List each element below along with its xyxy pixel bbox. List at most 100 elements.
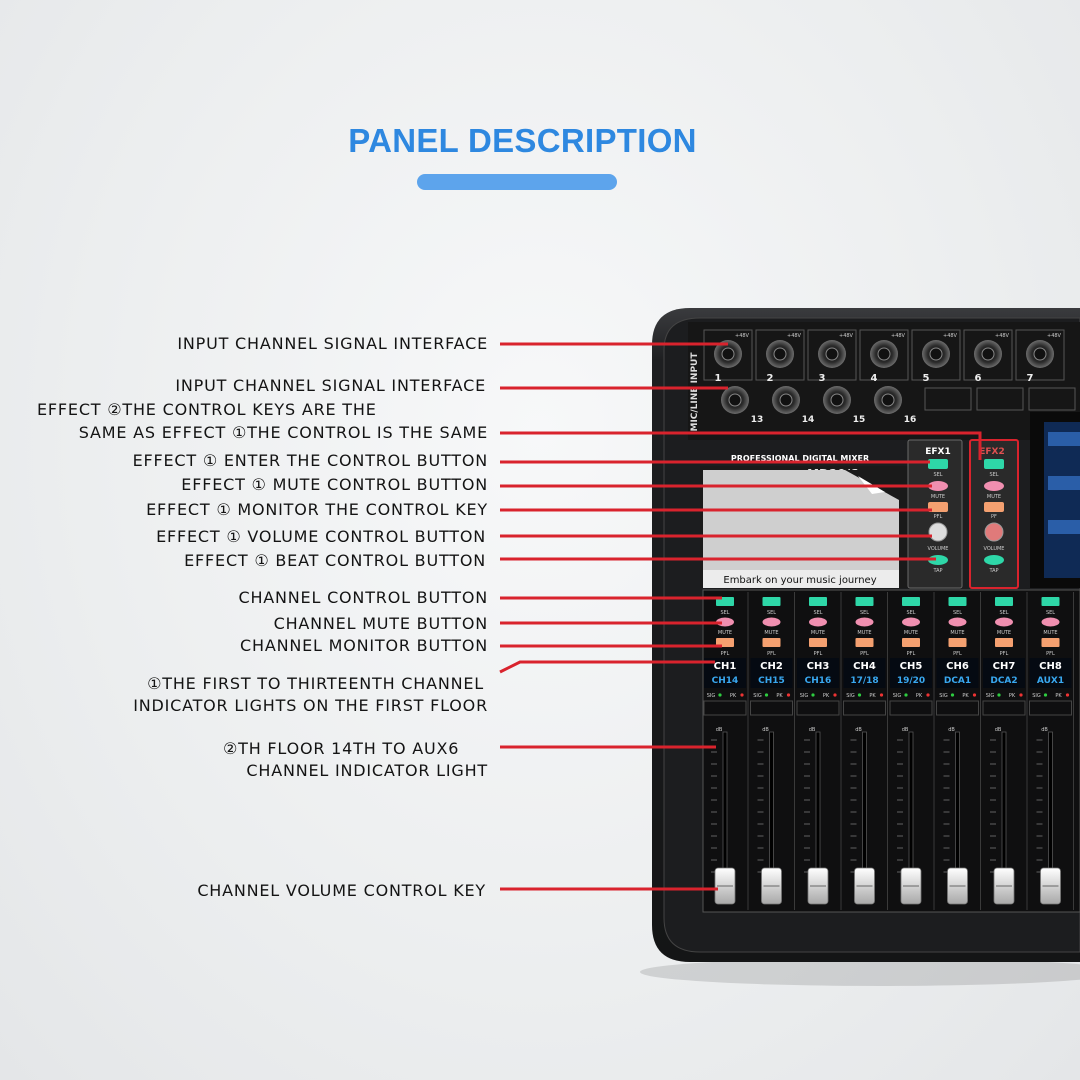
callout-efx-enter: EFFECT ① ENTER THE CONTROL BUTTON — [132, 451, 488, 470]
channel-name-bottom: CH15 — [758, 676, 785, 686]
channel-sel-label: SEL — [953, 610, 962, 616]
efx1-sel-button[interactable] — [928, 459, 948, 469]
callout-second-floor-line1: ②TH FLOOR 14TH TO AUX6 — [223, 739, 460, 758]
callout-ch-monitor: CHANNEL MONITOR BUTTON — [240, 636, 488, 655]
sig-label: SIG — [1032, 693, 1041, 699]
efx1-pfl-label: PFL — [934, 514, 943, 520]
sig-label: SIG — [986, 693, 995, 699]
callout-ch-control: CHANNEL CONTROL BUTTON — [238, 588, 488, 607]
channel-name-top: CH6 — [946, 661, 969, 672]
pk-label: PK — [1009, 693, 1016, 699]
efx1-volume-label: VOLUME — [928, 546, 949, 552]
channel-sel-label: SEL — [906, 610, 915, 616]
channel-pfl-button[interactable] — [716, 638, 734, 647]
efx2-pfl-button[interactable] — [984, 502, 1004, 512]
channel-pfl-label: PFL — [1046, 651, 1055, 657]
efx1-pfl-button[interactable] — [928, 502, 948, 512]
channel-pfl-button[interactable] — [809, 638, 827, 647]
callout-second-floor-line2: CHANNEL INDICATOR LIGHT — [246, 761, 488, 780]
channel-mute-button[interactable] — [855, 617, 874, 627]
channel-sel-label: SEL — [860, 610, 869, 616]
db-label: dB — [948, 727, 955, 733]
input-number: 14 — [802, 415, 815, 425]
sig-label: SIG — [707, 693, 716, 699]
channel-mute-label: MUTE — [904, 630, 918, 636]
efx2-tap-label: TAP — [988, 568, 998, 574]
channel-mute-button[interactable] — [948, 617, 967, 627]
channel-mute-button[interactable] — [1041, 617, 1060, 627]
channel-pfl-button[interactable] — [902, 638, 920, 647]
efx2-sel-button[interactable] — [984, 459, 1004, 469]
sig-label: SIG — [893, 693, 902, 699]
channel-sel-button[interactable] — [948, 597, 967, 606]
channel-sel-button[interactable] — [809, 597, 827, 606]
channel-mute-label: MUTE — [857, 630, 871, 636]
channel-pfl-label: PFL — [767, 651, 776, 657]
channel-pfl-button[interactable] — [762, 638, 781, 647]
channel-sel-label: SEL — [1046, 610, 1055, 616]
efx2-title: EFX2 — [979, 447, 1005, 457]
channel-name-top: CH1 — [714, 661, 737, 672]
sig-label: SIG — [753, 693, 762, 699]
channel-sel-button[interactable] — [1041, 597, 1060, 606]
callout-volume-key: CHANNEL VOLUME CONTROL KEY — [197, 881, 486, 900]
pk-label: PK — [730, 693, 737, 699]
input-number: 7 — [1027, 373, 1034, 384]
callout-efx-mute: EFFECT ① MUTE CONTROL BUTTON — [181, 475, 488, 494]
channel-sel-label: SEL — [767, 610, 776, 616]
channel-sel-label: SEL — [720, 610, 729, 616]
channel-mute-button[interactable] — [762, 617, 781, 627]
channel-pfl-button[interactable] — [855, 638, 874, 647]
channel-pfl-button[interactable] — [1041, 638, 1060, 647]
channel-lcd — [890, 658, 932, 688]
channel-sel-button[interactable] — [855, 597, 874, 606]
channel-name-bottom: 19/20 — [897, 676, 925, 686]
input-number: 13 — [751, 415, 764, 425]
efx2-sel-label: SEL — [989, 472, 998, 478]
callout-input-interface-2: INPUT CHANNEL SIGNAL INTERFACE — [175, 376, 486, 395]
channel-name-top: CH7 — [993, 661, 1016, 672]
efx2-tap-button[interactable] — [984, 555, 1004, 565]
pk-label: PK — [1055, 693, 1062, 699]
phantom-label: +48V — [1047, 333, 1062, 339]
efx1-volume-knob-icon[interactable] — [928, 522, 948, 542]
channel-mute-button[interactable] — [902, 617, 920, 627]
channel-pfl-label: PFL — [907, 651, 916, 657]
channel-mute-button[interactable] — [716, 617, 734, 627]
channel-pfl-label: PFL — [814, 651, 823, 657]
sig-label: SIG — [800, 693, 809, 699]
efx2-panel — [969, 439, 1019, 589]
channel-sel-label: SEL — [813, 610, 822, 616]
sig-label: SIG — [939, 693, 948, 699]
callout-first-floor-line1: ①THE FIRST TO THIRTEENTH CHANNEL — [147, 674, 484, 693]
pk-label: PK — [916, 693, 923, 699]
channel-lcd — [983, 658, 1025, 688]
efx1-tap-button[interactable] — [928, 555, 948, 565]
db-label: dB — [1041, 727, 1048, 733]
channel-mute-button[interactable] — [995, 617, 1013, 627]
channel-name-top: CH3 — [807, 661, 830, 672]
channel-lcd — [797, 658, 839, 688]
callout-efx-beat: EFFECT ① BEAT CONTROL BUTTON — [184, 551, 486, 570]
phantom-label: +48V — [995, 333, 1010, 339]
input-number: 2 — [767, 373, 774, 384]
input-number: 4 — [871, 373, 878, 384]
channel-mute-label: MUTE — [950, 630, 964, 636]
channel-pfl-button[interactable] — [995, 638, 1013, 647]
channel-sel-button[interactable] — [762, 597, 781, 606]
channel-sel-button[interactable] — [716, 597, 734, 606]
efx1-mute-button[interactable] — [928, 481, 948, 491]
channel-pfl-button[interactable] — [948, 638, 967, 647]
efx2-volume-knob-icon[interactable] — [984, 522, 1004, 542]
channel-sel-button[interactable] — [995, 597, 1013, 606]
efx1-sel-label: SEL — [933, 472, 942, 478]
efx2-mute-button[interactable] — [984, 481, 1004, 491]
pk-label: PK — [962, 693, 969, 699]
channel-sel-button[interactable] — [902, 597, 920, 606]
mixer-subtitle: PROFESSIONAL DIGITAL MIXER — [731, 454, 869, 463]
channel-mute-label: MUTE — [764, 630, 778, 636]
title-underline — [417, 174, 617, 190]
channel-mute-button[interactable] — [809, 617, 827, 627]
db-label: dB — [716, 727, 723, 733]
